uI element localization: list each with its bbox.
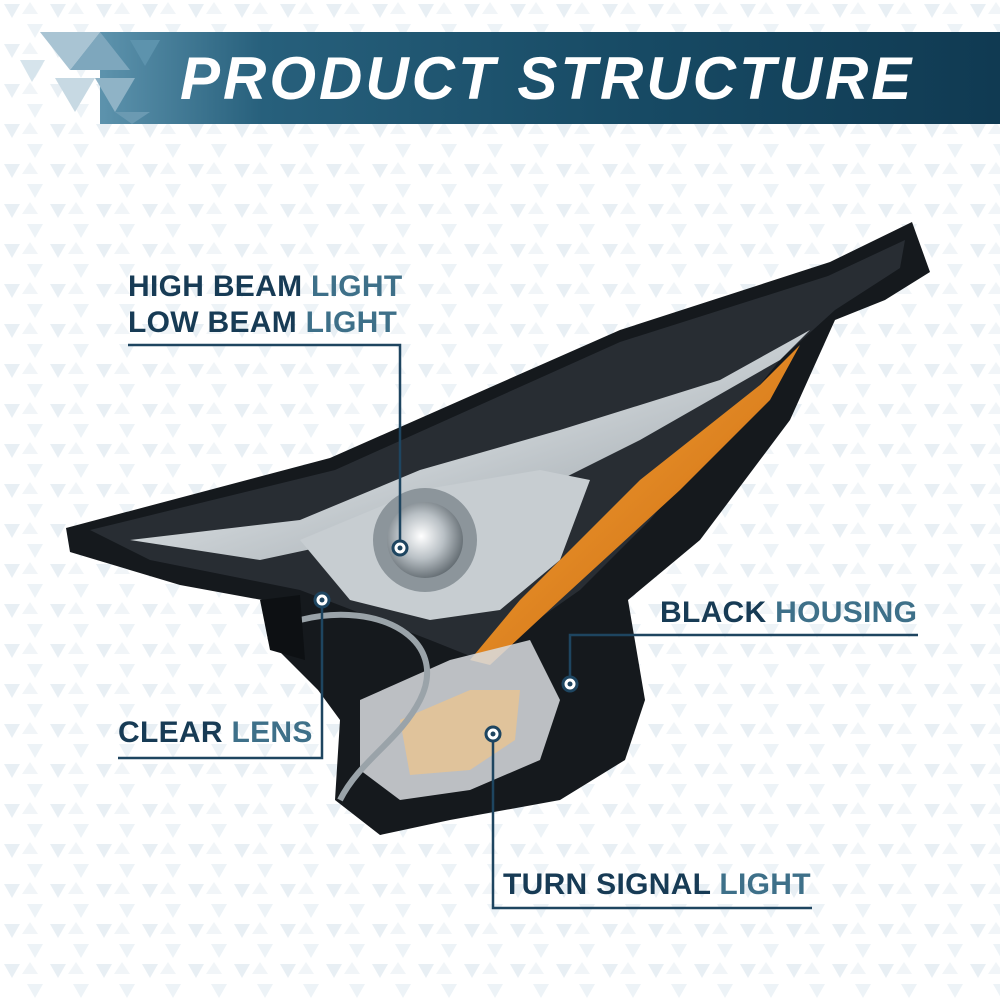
turn-signal-label: TURN SIGNAL LIGHT (503, 868, 811, 902)
clear-lens-label-primary: CLEAR (118, 716, 223, 749)
turn-signal-label-primary: TURN SIGNAL (503, 868, 711, 901)
title-banner (20, 32, 1000, 124)
low-beam-label-secondary: LIGHT (297, 306, 398, 339)
black-housing-label-secondary: HOUSING (766, 596, 918, 629)
high-beam-label: HIGH BEAM LIGHT (128, 270, 403, 304)
high-beam-label-secondary: LIGHT (302, 270, 403, 303)
turn-signal-label-secondary: LIGHT (710, 868, 811, 901)
high-beam-label-primary: HIGH BEAM (128, 270, 303, 303)
clear-lens-label-secondary: LENS (222, 716, 313, 749)
low-beam-label-primary: LOW BEAM (128, 306, 298, 339)
triangle-mosaic-icon (20, 32, 160, 124)
page-title: PRODUCT STRUCTURE (180, 45, 915, 112)
low-beam-label: LOW BEAM LIGHT (128, 306, 397, 340)
black-housing-label-primary: BLACK (660, 596, 767, 629)
black-housing-label: BLACK HOUSING (660, 596, 917, 630)
clear-lens-label: CLEAR LENS (118, 716, 313, 750)
